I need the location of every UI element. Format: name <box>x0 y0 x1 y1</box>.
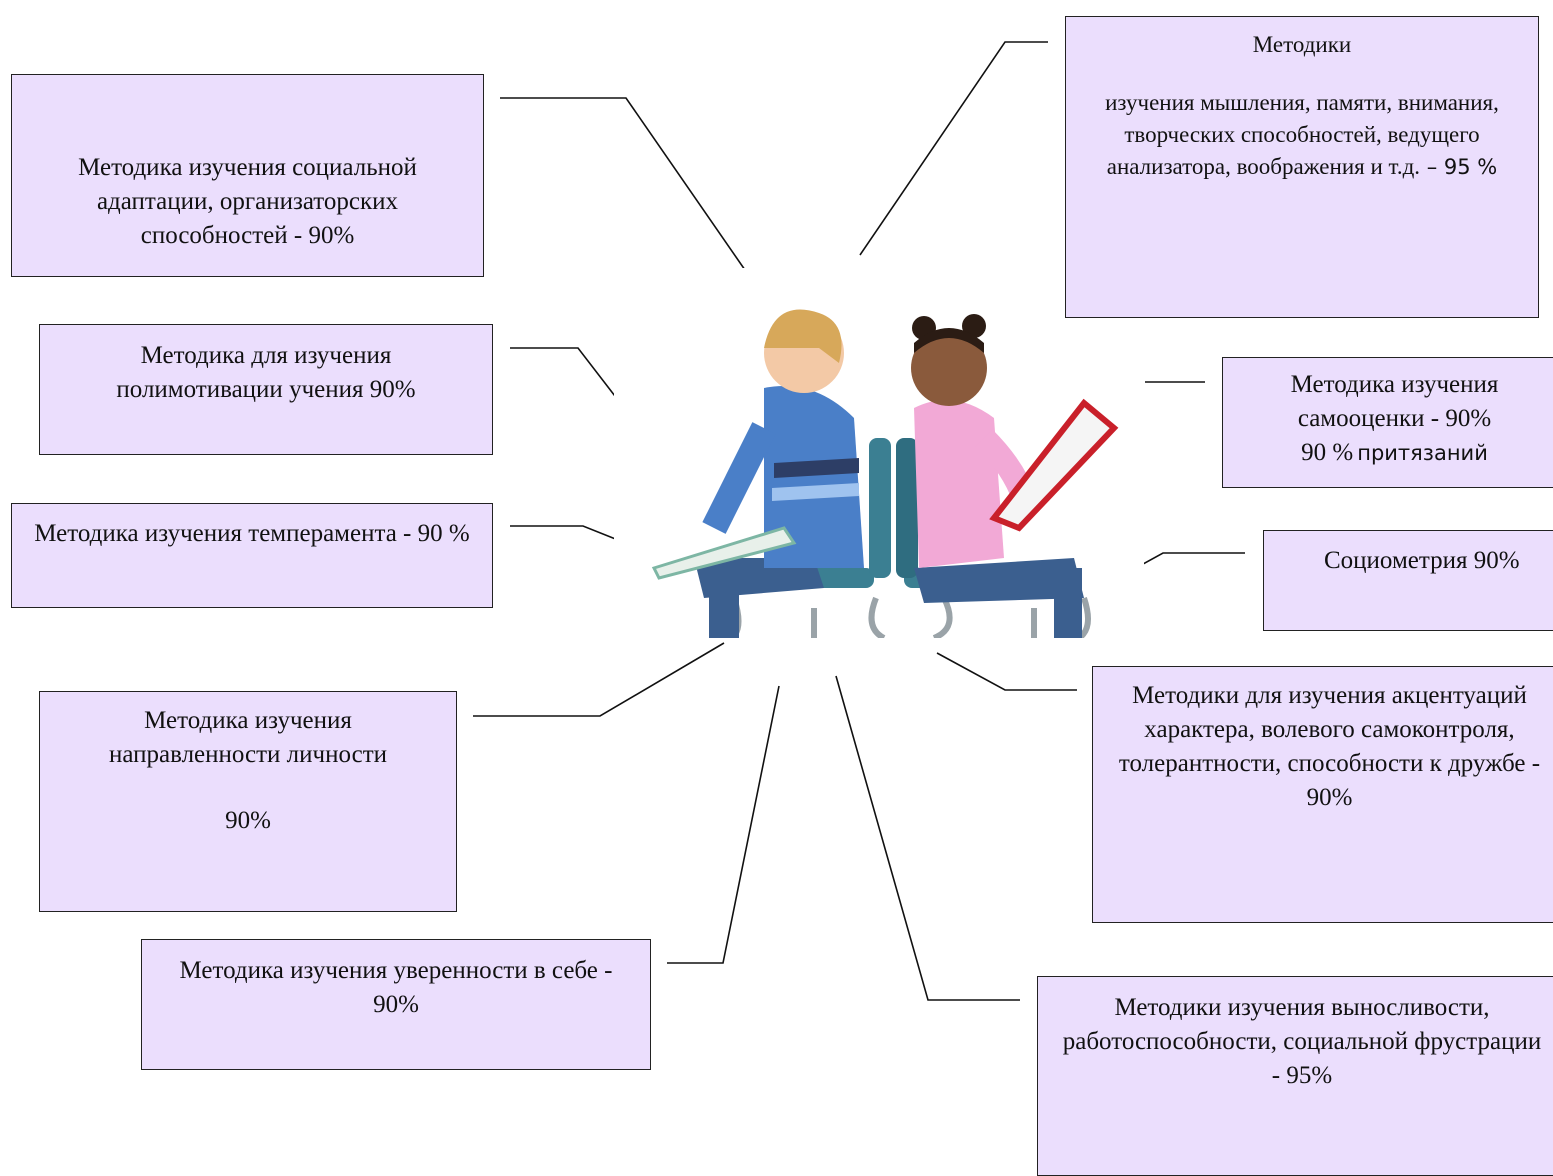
method-box-endurance: Методики изучения выносливости, работосп… <box>1037 976 1553 1176</box>
method-text: Методика изучения социальной адаптации, … <box>78 154 417 249</box>
method-title: Методики <box>1252 32 1352 57</box>
method-box-sociometry: Социометрия 90% <box>1263 530 1553 631</box>
connector-social <box>500 97 746 271</box>
connector-accent <box>936 652 1077 691</box>
connector-thinking <box>859 41 1048 256</box>
method-text: изучения мышления, памяти, внимания, тво… <box>1080 87 1524 183</box>
children-reading-photo <box>614 268 1144 638</box>
method-percent: 90 % <box>1301 439 1354 466</box>
method-box-thinking-memory: Методики изучения мышления, памяти, вним… <box>1065 16 1539 318</box>
method-box-personality-orientation: Методика изучения направленности личност… <box>39 691 457 912</box>
method-text: Методика для изучения полимотивации учен… <box>116 342 416 403</box>
method-aspirations-label: притязаний <box>1357 441 1488 465</box>
method-text: Методика изучения самооценки - 90% <box>1290 371 1499 432</box>
method-text: Методики для изучения акцентуаций характ… <box>1118 682 1541 811</box>
method-box-temperament: Методика изучения темперамента - 90 % <box>11 503 493 608</box>
connector-polymotiv <box>510 347 619 401</box>
method-text: Методика изучения темперамента - 90 % <box>34 520 470 547</box>
method-text: Методика изучения направленности личност… <box>108 707 388 768</box>
method-text: Социометрия 90% <box>1324 547 1520 574</box>
method-text: Методика изучения уверенности в себе - 9… <box>179 957 613 1018</box>
method-percent: 90% <box>225 807 271 834</box>
method-box-polymotivation: Методика для изучения полимотивации учен… <box>39 324 493 455</box>
connector-temperament <box>510 525 619 541</box>
method-box-character-accentuation: Методики для изучения акцентуаций характ… <box>1092 666 1553 923</box>
method-box-self-esteem: Методика изучения самооценки - 90% 90 %п… <box>1222 357 1553 488</box>
connector-orientation <box>473 642 725 717</box>
method-body: изучения мышления, памяти, внимания, тво… <box>1105 90 1499 179</box>
method-box-self-confidence: Методика изучения уверенности в себе - 9… <box>141 939 651 1070</box>
connector-confidence <box>667 685 780 964</box>
method-aspirations: 90 %притязаний <box>1233 436 1553 470</box>
connector-endurance <box>835 675 1020 1001</box>
connector-sociometry <box>1142 552 1245 565</box>
method-percent: – 95 % <box>1420 155 1498 179</box>
method-text: Методики изучения выносливости, работосп… <box>1062 994 1542 1089</box>
method-box-social-adaptation: Методика изучения социальной адаптации, … <box>11 74 484 277</box>
